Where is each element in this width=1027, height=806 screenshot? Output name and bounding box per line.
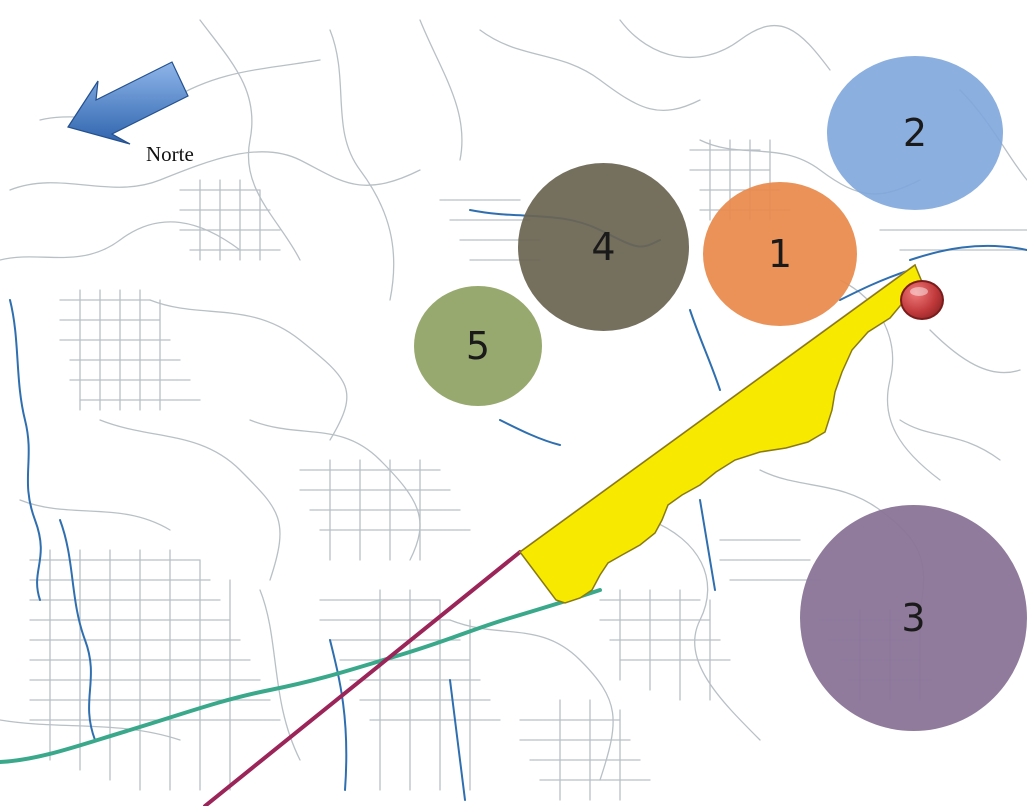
highlight-area — [518, 263, 923, 604]
street-network — [0, 19, 1027, 801]
zone-label-4: 4 — [591, 225, 616, 269]
zone-circle-1: 1 — [703, 182, 857, 326]
arrow-left-icon — [67, 61, 189, 145]
green-river — [0, 588, 602, 764]
zone-circle-4: 4 — [518, 163, 689, 331]
zone-circle-2: 2 — [827, 56, 1003, 210]
zone-circle-3: 3 — [800, 505, 1027, 731]
zone-circle-5: 5 — [414, 286, 542, 406]
zone-label-2: 2 — [902, 111, 928, 155]
railway-line — [203, 550, 522, 806]
zone-label-1: 1 — [767, 232, 793, 276]
location-marker-icon[interactable] — [900, 280, 944, 320]
north-label: Norte — [146, 142, 194, 166]
zone-label-5: 5 — [465, 324, 491, 368]
marker-highlight — [910, 287, 928, 296]
zone-label-3: 3 — [901, 596, 926, 640]
